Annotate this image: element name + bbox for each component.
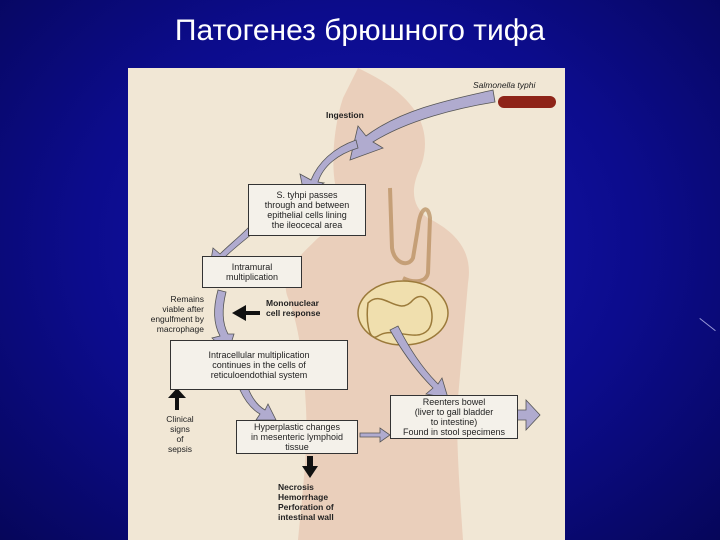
remains-viable-label: Remains viable after engulfment by macro…: [150, 294, 204, 334]
decorative-line: [699, 318, 716, 332]
box-intracellular: Intracellular multiplication continues i…: [170, 340, 348, 390]
slide-title: Патогенез брюшного тифа: [174, 14, 546, 47]
arrow-mononuclear: [232, 305, 260, 321]
arrow-reenters-right: [515, 398, 541, 432]
salmonella-bacterium: [498, 96, 556, 108]
ingestion-label: Ingestion: [326, 110, 364, 120]
arrow-intestine-to-reenters: [389, 325, 449, 399]
arrow-hyperplastic-to-reenters: [359, 427, 391, 443]
bacterium-label: Salmonella typhi: [473, 80, 536, 90]
outcomes-label: Necrosis Hemorrhage Perforation of intes…: [278, 482, 334, 522]
pathogenesis-diagram: Salmonella typhi Ingestion S. tyhpi pass…: [128, 68, 565, 540]
stomach-shape: [388, 187, 433, 284]
arrow-outcomes: [302, 456, 318, 478]
clinical-signs-label: Clinical signs of sepsis: [166, 414, 194, 454]
mononuclear-label: Mononuclear cell response: [266, 298, 321, 318]
arrow-intracellular-to-hyperplastic: [239, 387, 277, 421]
box-passes-through: S. tyhpi passes through and between epit…: [248, 184, 366, 236]
arrow-clinical-signs: [168, 388, 186, 410]
box-intramural: Intramural multiplication: [202, 256, 302, 288]
box-hyperplastic: Hyperplastic changes in mesenteric lymph…: [236, 420, 358, 454]
box-reenters-bowel: Reenters bowel (liver to gall bladder to…: [390, 395, 518, 439]
intestine-loops: [366, 296, 433, 338]
arrow-bacterium-to-ingestion: [349, 89, 496, 161]
